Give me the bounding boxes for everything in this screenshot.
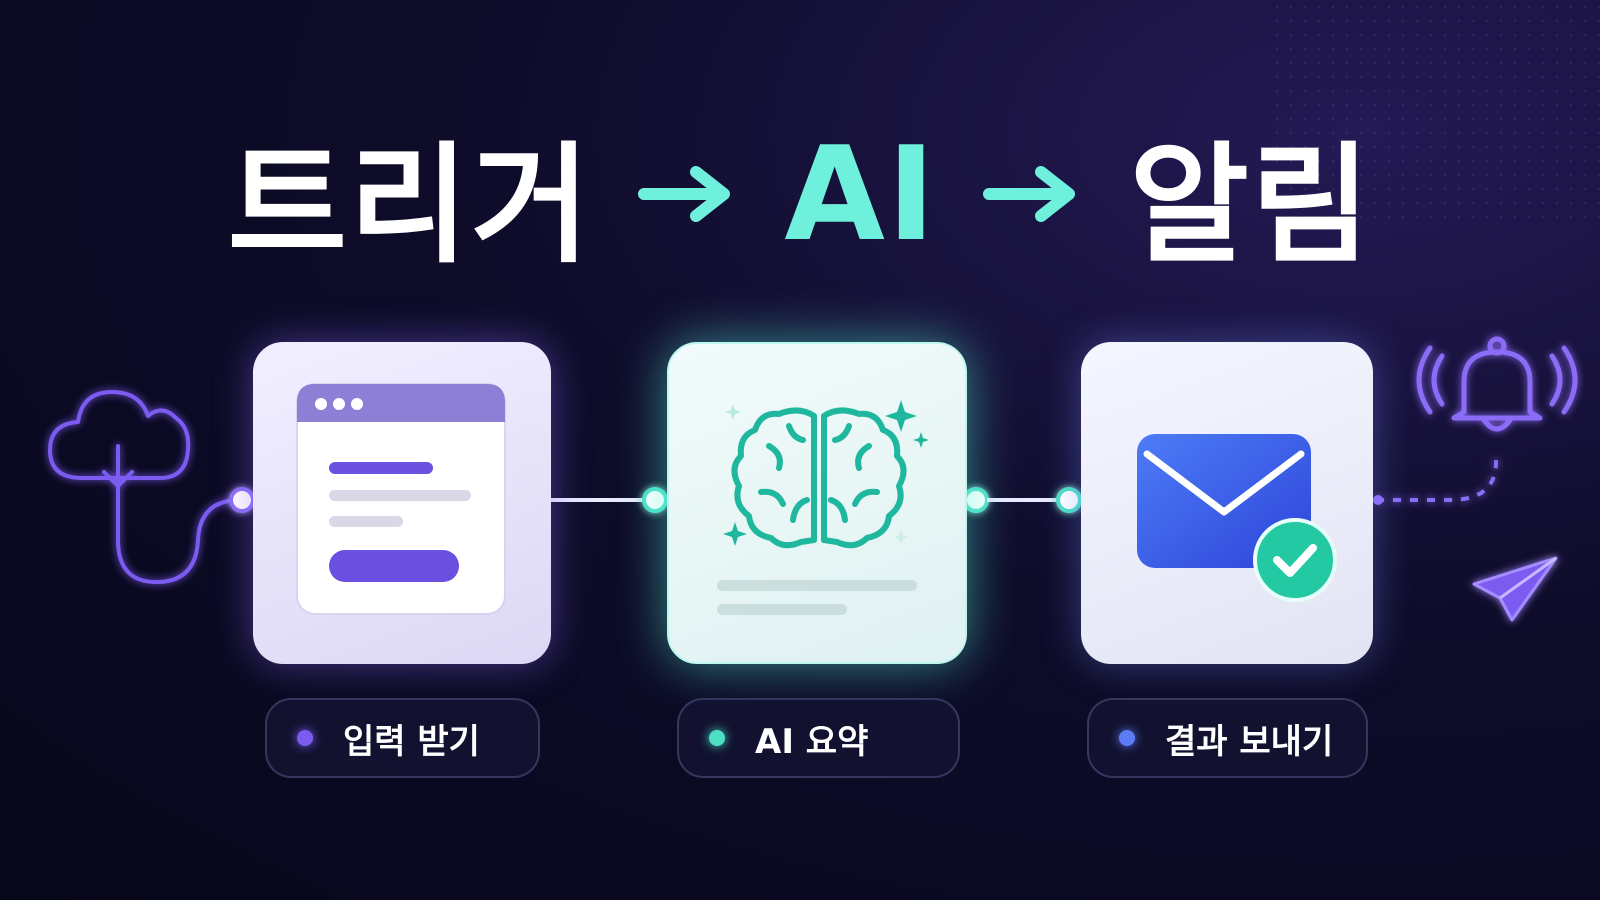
- browser-form-icon: [296, 383, 506, 615]
- sparkle-icon: [885, 400, 917, 432]
- dot-pattern: [1270, 0, 1600, 220]
- step-card-send: [1081, 342, 1373, 664]
- title-trigger: 트리거: [227, 129, 593, 281]
- brain-icon: [731, 407, 907, 549]
- step-label-text: 입력 받기: [343, 721, 480, 762]
- sparkle-icon: [894, 530, 908, 544]
- bell-icon: [1416, 336, 1578, 432]
- step-label-input: 입력 받기: [265, 698, 540, 778]
- step-label-text: AI 요약: [755, 721, 869, 762]
- summary-line: [717, 580, 917, 591]
- page-title: 트리거 AI 알림: [0, 100, 1600, 288]
- paper-plane-icon: [1472, 556, 1558, 622]
- dashed-line-bell: [1376, 452, 1498, 502]
- step-dot: [1119, 730, 1135, 746]
- connector-node: [1056, 487, 1082, 513]
- step-label-send: 결과 보내기: [1087, 698, 1368, 778]
- check-icon: [1253, 518, 1337, 602]
- summary-line: [717, 604, 847, 615]
- title-ai: AI: [784, 118, 938, 270]
- cloud-download-icon: [48, 390, 191, 488]
- step-card-input: [253, 342, 551, 664]
- cloud-connector-line: [116, 486, 241, 585]
- arrow-right-icon: [983, 166, 1076, 222]
- title-notification: 알림: [1129, 129, 1373, 281]
- sparkle-icon: [725, 404, 741, 420]
- step-dot: [297, 730, 313, 746]
- step-dot: [709, 730, 725, 746]
- connector-node: [642, 487, 668, 513]
- connector-node: [229, 487, 255, 513]
- sparkle-icon: [723, 522, 747, 546]
- step-label-text: 결과 보내기: [1165, 721, 1334, 762]
- sparkle-icon: [913, 432, 929, 448]
- step-card-ai: [667, 342, 967, 664]
- step-label-ai: AI 요약: [677, 698, 960, 778]
- arrow-right-icon: [638, 166, 731, 222]
